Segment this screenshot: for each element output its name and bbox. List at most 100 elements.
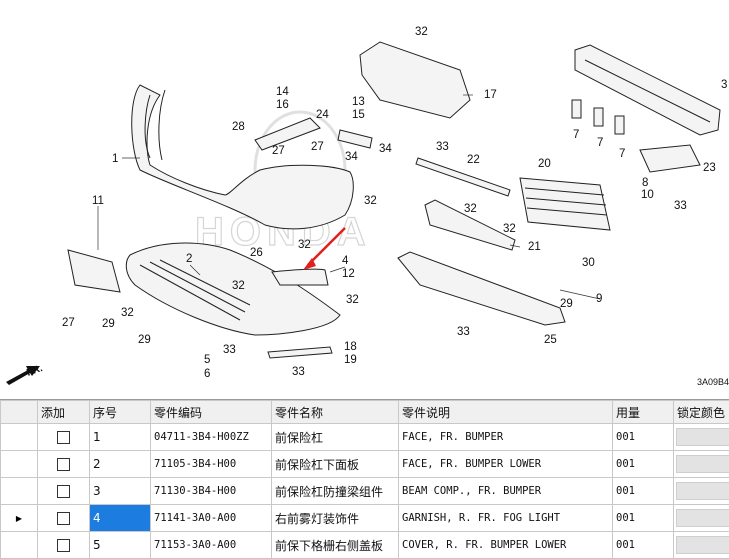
part-under-cover[interactable] xyxy=(398,252,565,325)
part-desc-cell[interactable]: FACE, FR. BUMPER xyxy=(399,424,613,451)
callout-6[interactable]: 6 xyxy=(204,368,210,380)
seq-cell[interactable]: 3 xyxy=(90,478,151,505)
col-header-add[interactable]: 添加 xyxy=(38,401,90,424)
qty-cell[interactable]: 001 xyxy=(613,532,674,559)
table-row[interactable]: 3 71130-3B4-H00 前保险杠防撞梁组件 BEAM COMP., FR… xyxy=(1,478,729,505)
col-header-part-name[interactable]: 零件名称 xyxy=(272,401,399,424)
part-desc-cell[interactable]: BEAM COMP., FR. BUMPER xyxy=(399,478,613,505)
add-checkbox[interactable] xyxy=(57,512,70,525)
part-name-cell[interactable]: 前保险杠 xyxy=(272,424,399,451)
part-desc-cell[interactable]: FACE, FR. BUMPER LOWER xyxy=(399,451,613,478)
callout-32d[interactable]: 32 xyxy=(232,280,245,292)
col-header-lock-color[interactable]: 锁定颜色 xyxy=(674,401,729,424)
callout-32h[interactable]: 32 xyxy=(503,223,516,235)
lock-color-button[interactable] xyxy=(676,482,729,500)
part-upper-bar[interactable] xyxy=(416,158,510,196)
callout-29a[interactable]: 29 xyxy=(102,318,115,330)
lock-color-button[interactable] xyxy=(676,428,729,446)
table-row[interactable]: 1 04711-3B4-H00ZZ 前保险杠 FACE, FR. BUMPER … xyxy=(1,424,729,451)
callout-19[interactable]: 19 xyxy=(344,354,357,366)
part-name-cell[interactable]: 右前雾灯装饰件 xyxy=(272,505,399,532)
callout-3[interactable]: 3 xyxy=(721,79,727,91)
callout-33d[interactable]: 33 xyxy=(457,326,470,338)
callout-12[interactable]: 12 xyxy=(342,268,355,280)
callout-32a[interactable]: 32 xyxy=(415,26,428,38)
qty-cell[interactable]: 001 xyxy=(613,451,674,478)
part-code-cell[interactable]: 71130-3B4-H00 xyxy=(151,478,272,505)
part-code-cell[interactable]: 71105-3B4-H00 xyxy=(151,451,272,478)
col-header-part-code[interactable]: 零件编码 xyxy=(151,401,272,424)
callout-22[interactable]: 22 xyxy=(467,154,480,166)
part-code-cell[interactable]: 04711-3B4-H00ZZ xyxy=(151,424,272,451)
callout-32e[interactable]: 32 xyxy=(121,307,134,319)
callout-30[interactable]: 30 xyxy=(582,257,595,269)
callout-11[interactable]: 11 xyxy=(92,195,104,207)
part-fog-garnish[interactable] xyxy=(272,269,328,285)
qty-cell[interactable]: 001 xyxy=(613,424,674,451)
callout-17[interactable]: 17 xyxy=(484,89,497,101)
lock-color-button[interactable] xyxy=(676,536,729,554)
callout-27c[interactable]: 27 xyxy=(311,141,324,153)
qty-cell[interactable]: 001 xyxy=(613,478,674,505)
part-absorber-2[interactable] xyxy=(594,108,603,126)
lock-color-button[interactable] xyxy=(676,455,729,473)
callout-13[interactable]: 13 xyxy=(352,96,365,108)
callout-2[interactable]: 2 xyxy=(186,253,192,265)
add-checkbox[interactable] xyxy=(57,485,70,498)
callout-28[interactable]: 28 xyxy=(232,121,245,133)
callout-33e[interactable]: 33 xyxy=(674,200,687,212)
callout-14[interactable]: 14 xyxy=(276,86,289,98)
qty-cell[interactable]: 001 xyxy=(613,505,674,532)
callout-27b[interactable]: 27 xyxy=(272,145,285,157)
lock-color-button[interactable] xyxy=(676,509,729,527)
seq-cell[interactable]: 4 xyxy=(90,505,151,532)
callout-23[interactable]: 23 xyxy=(703,162,716,174)
part-absorber-3[interactable] xyxy=(615,116,624,134)
part-bracket-8[interactable] xyxy=(640,145,700,172)
part-code-cell[interactable]: 71141-3A0-A00 xyxy=(151,505,272,532)
table-row-selected[interactable]: ▶ 4 71141-3A0-A00 右前雾灯装饰件 GARNISH, R. FR… xyxy=(1,505,729,532)
part-desc-cell[interactable]: GARNISH, R. FR. FOG LIGHT xyxy=(399,505,613,532)
callout-25[interactable]: 25 xyxy=(544,334,557,346)
callout-4[interactable]: 4 xyxy=(342,255,349,267)
callout-32g[interactable]: 32 xyxy=(464,203,477,215)
add-checkbox[interactable] xyxy=(57,431,70,444)
part-bracket-right[interactable] xyxy=(338,130,372,148)
col-header-part-desc[interactable]: 零件说明 xyxy=(399,401,613,424)
callout-9[interactable]: 9 xyxy=(596,293,602,305)
callout-21[interactable]: 21 xyxy=(528,241,541,253)
part-air-duct[interactable] xyxy=(360,42,470,118)
add-checkbox[interactable] xyxy=(57,539,70,552)
callout-32b[interactable]: 32 xyxy=(364,195,377,207)
seq-cell[interactable]: 5 xyxy=(90,532,151,559)
callout-26[interactable]: 26 xyxy=(250,247,263,259)
callout-18[interactable]: 18 xyxy=(344,341,357,353)
callout-8[interactable]: 8 xyxy=(642,177,648,189)
col-header-qty[interactable]: 用量 xyxy=(613,401,674,424)
callout-33b[interactable]: 33 xyxy=(292,366,305,378)
callout-20[interactable]: 20 xyxy=(538,158,551,170)
callout-7b[interactable]: 7 xyxy=(597,137,603,149)
callout-10[interactable]: 10 xyxy=(641,189,654,201)
part-desc-cell[interactable]: COVER, R. FR. BUMPER LOWER xyxy=(399,532,613,559)
seq-cell[interactable]: 1 xyxy=(90,424,151,451)
callout-1[interactable]: 1 xyxy=(112,153,118,165)
callout-7a[interactable]: 7 xyxy=(573,129,579,141)
part-strip-18[interactable] xyxy=(268,347,332,358)
part-front-bumper[interactable] xyxy=(132,85,354,229)
col-header-seq[interactable]: 序号 xyxy=(90,401,151,424)
part-name-cell[interactable]: 前保险杠下面板 xyxy=(272,451,399,478)
callout-16[interactable]: 16 xyxy=(276,99,289,111)
callout-27a[interactable]: 27 xyxy=(62,317,75,329)
callout-29c[interactable]: 29 xyxy=(560,298,573,310)
callout-34a[interactable]: 34 xyxy=(345,151,358,163)
callout-29b[interactable]: 29 xyxy=(138,334,151,346)
callout-15[interactable]: 15 xyxy=(352,109,365,121)
part-absorber-1[interactable] xyxy=(572,100,581,118)
table-row[interactable]: 5 71153-3A0-A00 前保下格栅右侧盖板 COVER, R. FR. … xyxy=(1,532,729,559)
callout-33c[interactable]: 33 xyxy=(436,141,449,153)
callout-34b[interactable]: 34 xyxy=(379,143,392,155)
seq-cell[interactable]: 2 xyxy=(90,451,151,478)
callout-7c[interactable]: 7 xyxy=(619,148,625,160)
table-row[interactable]: 2 71105-3B4-H00 前保险杠下面板 FACE, FR. BUMPER… xyxy=(1,451,729,478)
